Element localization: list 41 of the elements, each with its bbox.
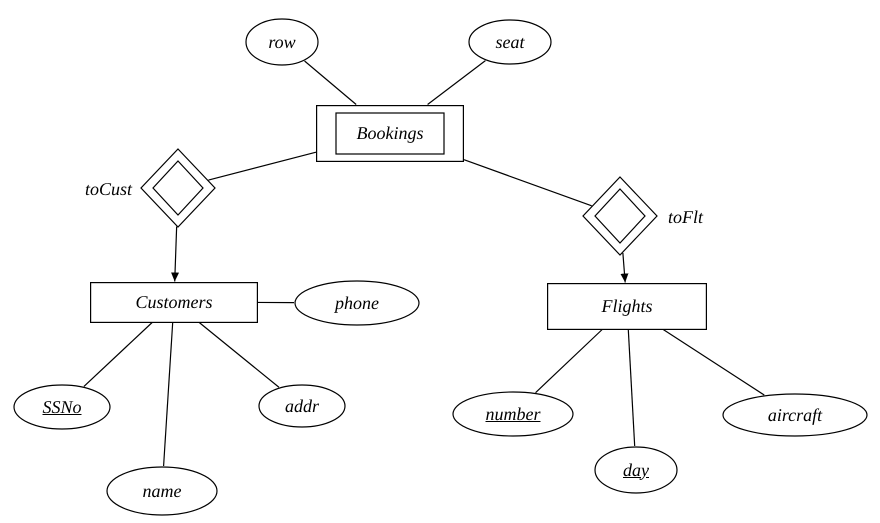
attribute-ellipse [294,280,420,326]
connector-line [535,329,603,394]
arrow [620,252,628,283]
key-attribute-label: day [623,458,649,482]
node-label: addr [284,394,319,418]
connector-line [662,329,765,396]
connector-line [464,159,592,206]
connector-line [162,322,174,466]
node-label: Bookings [356,122,424,145]
key-attribute-ellipse [452,391,574,437]
key-attribute-ellipse [594,446,678,494]
relationship-name: toFlt [668,206,703,229]
connector-line [304,60,357,105]
node-label: aircraft [768,404,822,427]
node-label: phone [335,292,379,315]
connector-line [258,302,294,304]
connector-line [208,152,316,181]
attribute-ellipse [245,18,319,66]
node-label: row [268,30,296,54]
weak-relationship-diamond [582,176,658,256]
key-attribute-ellipse [13,384,111,430]
connector-line [427,60,486,105]
attribute-ellipse [258,384,346,428]
key-attribute-label: number [486,402,540,426]
weak-entity-box [316,104,464,162]
key-attribute-label: SSNo [42,396,82,418]
connector-line [198,322,280,388]
attribute-ellipse [468,19,552,65]
relationship-name: toCust [84,178,132,201]
entity-box [90,282,258,322]
node-label: Customers [135,290,212,314]
node-label: seat [496,30,524,54]
entity-box [547,282,707,330]
connector-line [628,329,636,446]
attribute-ellipse [722,393,868,437]
node-label: Flights [601,294,652,318]
arrow [171,226,180,282]
attribute-ellipse [106,466,218,516]
connector-line [84,322,153,387]
node-label: name [142,480,182,502]
weak-relationship-diamond [140,148,216,228]
